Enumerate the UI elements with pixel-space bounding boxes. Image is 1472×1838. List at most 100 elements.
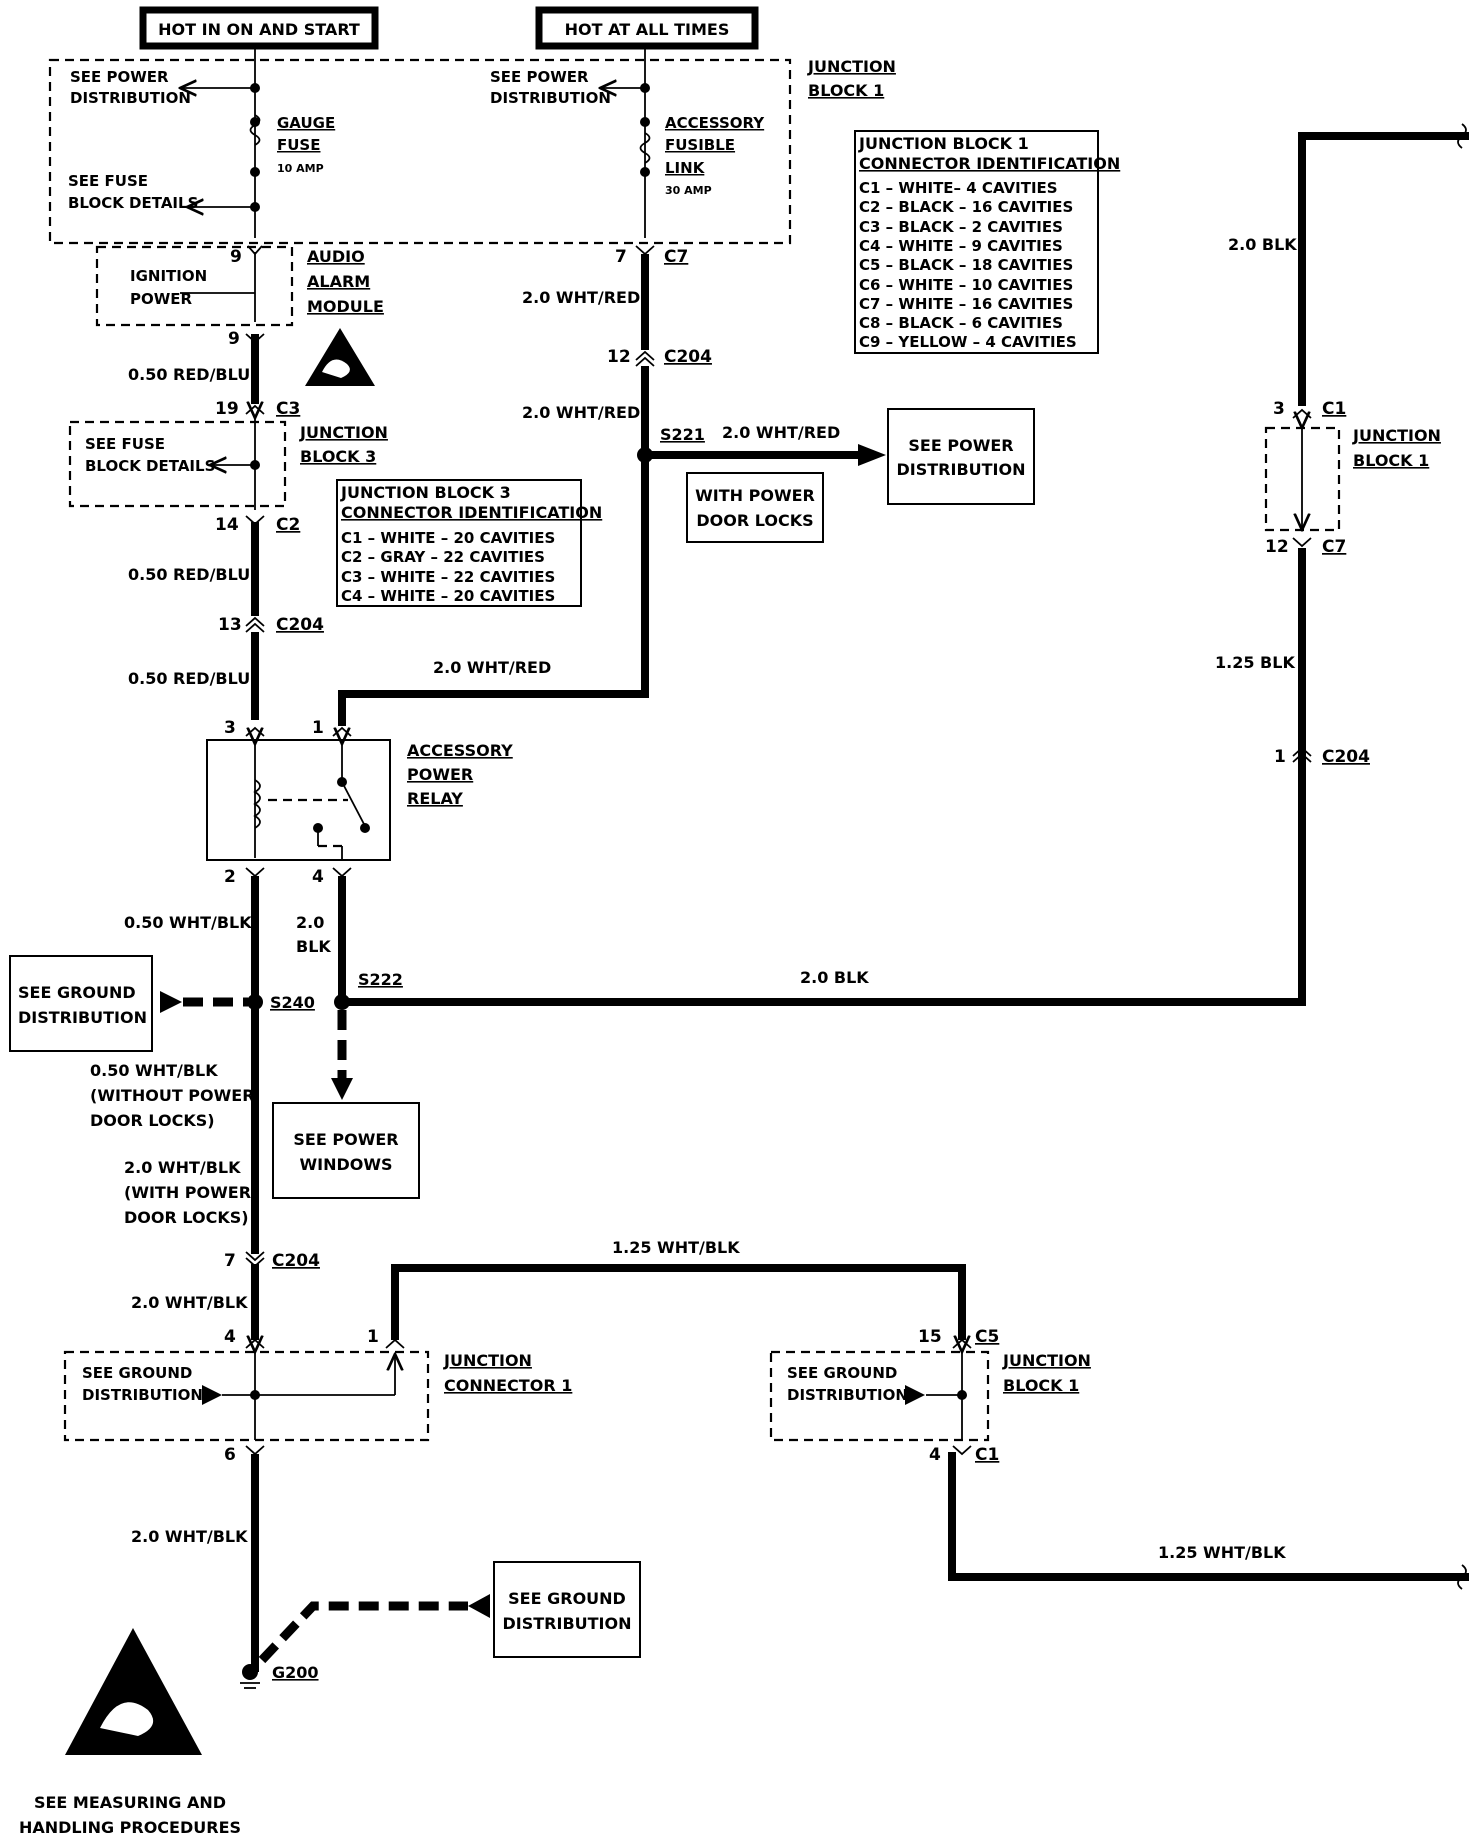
with-pdl-1: WITH POWER: [695, 486, 815, 505]
with-pdl-2: DOOR LOCKS: [696, 511, 813, 530]
esd-warning-icon: [305, 328, 375, 386]
ignition-power-1: IGNITION: [130, 267, 207, 285]
wire-alt-4: 2.0 WHT/BLK: [124, 1158, 241, 1177]
audio-alarm-module-outline: [95, 245, 294, 327]
conn-c204-right: C204: [1322, 747, 1370, 767]
bottom-jb1-see-ground-1: SEE GROUND: [787, 1364, 897, 1382]
esd-handling-icon: [65, 1628, 202, 1755]
wire-label-blk: BLK: [296, 937, 331, 956]
see-fuse-block-1: SEE FUSE: [68, 172, 148, 190]
see-power-dist-left-1: SEE POWER: [70, 68, 169, 86]
see-ground-b-1: SEE GROUND: [508, 1589, 626, 1608]
see-fuse-block-2: BLOCK DETAILS: [68, 194, 198, 212]
conn-c204-c: C204: [272, 1251, 320, 1271]
pin-7-bottom: 7: [224, 1251, 236, 1271]
header-hot-run-start-text: HOT IN ON AND START: [158, 20, 360, 39]
conn-c3: C3: [276, 399, 300, 419]
see-ground-distribution-ref-2[interactable]: SEE GROUND DISTRIBUTION: [493, 1561, 641, 1658]
see-power-dist-ref-2: DISTRIBUTION: [897, 460, 1026, 479]
pin-12-right: 12: [1265, 537, 1289, 557]
wire-wht-blk-125-top: [391, 1264, 966, 1340]
wire-break-bottom: [1457, 1564, 1467, 1590]
relay-coil-symbol: [253, 779, 261, 829]
see-ground-b-2: DISTRIBUTION: [503, 1614, 632, 1633]
header-hot-run-start: HOT IN ON AND START: [139, 6, 379, 50]
wire-alt-6: DOOR LOCKS): [124, 1208, 249, 1227]
audio-alarm-title-2: ALARM: [307, 272, 370, 291]
gauge-fuse-amp: 10 AMP: [277, 162, 324, 175]
wire-label-red-blu-2: 0.50 RED/BLU: [128, 565, 250, 584]
junction-block-3-outline: [68, 420, 287, 508]
jb1-cid-row: C6 – WHITE – 10 CAVITIES: [859, 276, 1073, 294]
jb1-cid-row: C5 – BLACK – 18 CAVITIES: [859, 256, 1073, 274]
jb1-cid-title-2: CONNECTOR IDENTIFICATION: [859, 154, 1120, 173]
pin-3-right: 3: [1273, 399, 1285, 419]
jb3-see-fuse-1: SEE FUSE: [85, 435, 165, 453]
jb1-cid-row: C3 – BLACK – 2 CAVITIES: [859, 218, 1063, 236]
footer-note-1: SEE MEASURING AND: [34, 1793, 226, 1812]
pin-14: 14: [215, 515, 239, 535]
conn-c5: C5: [975, 1327, 999, 1347]
jb3-cid-title-2: CONNECTOR IDENTIFICATION: [341, 503, 602, 522]
wire-label-wht-red-4: 2.0 WHT/RED: [433, 658, 551, 677]
footer-note-2: HANDLING PROCEDURES: [19, 1818, 241, 1837]
see-ground-ref-2: DISTRIBUTION: [18, 1008, 147, 1027]
pin-12: 12: [607, 347, 631, 367]
pin-1-right: 1: [1274, 747, 1286, 767]
see-power-dist-right-2: DISTRIBUTION: [490, 89, 611, 107]
jc1-see-ground-2: DISTRIBUTION: [82, 1386, 203, 1404]
ground-g200-label: G200: [272, 1663, 319, 1682]
see-power-win-1: SEE POWER: [293, 1130, 398, 1149]
wire-label-wht-blk-125-top: 1.25 WHT/BLK: [612, 1238, 740, 1257]
bottom-jb1-outline: [769, 1350, 990, 1442]
pin-4-bottom: 4: [929, 1445, 941, 1465]
jb3-title-1: JUNCTION: [299, 423, 388, 442]
right-jb1-title-2: BLOCK 1: [1353, 451, 1429, 470]
audio-alarm-pin-in: 9: [230, 247, 242, 267]
see-power-dist-left-2: DISTRIBUTION: [70, 89, 191, 107]
jc1-title-1: JUNCTION: [443, 1351, 532, 1370]
audio-alarm-title-1: AUDIO: [307, 247, 365, 266]
accessory-power-relay: 3 1: [206, 718, 391, 861]
audio-alarm-title-3: MODULE: [307, 297, 384, 316]
jb3-cid-title-1: JUNCTION BLOCK 3: [340, 483, 511, 502]
relay-title-1: ACCESSORY: [407, 741, 513, 760]
wire-blk-horizontal: [338, 548, 1306, 1006]
ignition-power-2: POWER: [130, 290, 193, 308]
wire-label-red-blu-1: 0.50 RED/BLU: [128, 365, 250, 384]
jb3-cid-row: C3 – WHITE – 22 CAVITIES: [341, 568, 555, 586]
wire-label-wht-blk-050: 0.50 WHT/BLK: [124, 913, 252, 932]
pin-13: 13: [218, 615, 242, 635]
header-hot-all-times: HOT AT ALL TIMES: [535, 6, 759, 50]
see-ground-distribution-ref-1[interactable]: SEE GROUND DISTRIBUTION: [9, 955, 153, 1052]
see-power-windows-ref[interactable]: SEE POWER WINDOWS: [272, 1102, 420, 1199]
pin-19: 19: [215, 399, 239, 419]
wire-label-blk-125: 1.25 BLK: [1215, 653, 1295, 672]
conn-c1-right: C1: [1322, 399, 1346, 419]
wire-alt-3: DOOR LOCKS): [90, 1111, 215, 1130]
pin-7-top: 7: [615, 247, 627, 267]
pin-9: 9: [228, 329, 240, 349]
acc-link-amp: 30 AMP: [665, 184, 712, 197]
jb3-cid-row: C4 – WHITE – 20 CAVITIES: [341, 587, 555, 605]
conn-c2: C2: [276, 515, 300, 535]
wire-label-20: 2.0: [296, 913, 324, 932]
wire-label-blk-top: 2.0 BLK: [1228, 235, 1297, 254]
jb3-cid-row: C2 – GRAY – 22 CAVITIES: [341, 548, 545, 566]
conn-c7-a: C7: [664, 247, 688, 267]
bottom-jb1-title-2: BLOCK 1: [1003, 1376, 1079, 1395]
wire-label-red-blu-3: 0.50 RED/BLU: [128, 669, 250, 688]
header-hot-all-times-text: HOT AT ALL TIMES: [565, 20, 730, 39]
gauge-fuse-label-1: GAUGE: [277, 114, 335, 132]
see-power-distribution-ref[interactable]: SEE POWER DISTRIBUTION: [887, 408, 1035, 505]
wire-label-wht-red-1: 2.0 WHT/RED: [522, 288, 640, 307]
junction-block-1-outline: [48, 58, 792, 245]
jb1-title-1: JUNCTION: [807, 57, 896, 76]
wire-alt-5: (WITH POWER: [124, 1183, 251, 1202]
relay-title-2: POWER: [407, 765, 473, 784]
wire-label-wht-blk-20-b: 2.0 WHT/BLK: [131, 1527, 248, 1546]
jb3-title-2: BLOCK 3: [300, 447, 376, 466]
jb3-cid-row: C1 – WHITE – 20 CAVITIES: [341, 529, 555, 547]
acc-link-label-3: LINK: [665, 159, 706, 177]
bottom-jb1-title-1: JUNCTION: [1002, 1351, 1091, 1370]
